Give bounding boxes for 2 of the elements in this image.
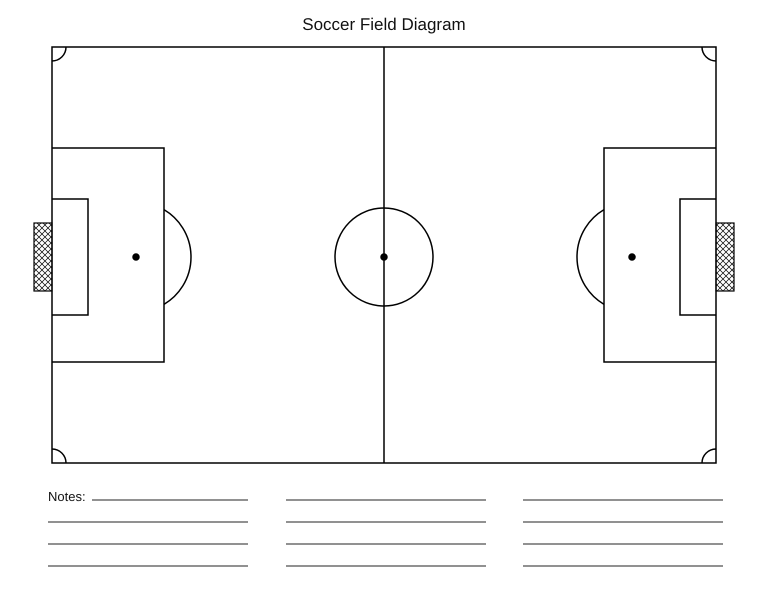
notes-label: Notes: [48, 489, 86, 504]
diagram-title: Soccer Field Diagram [301, 15, 467, 35]
